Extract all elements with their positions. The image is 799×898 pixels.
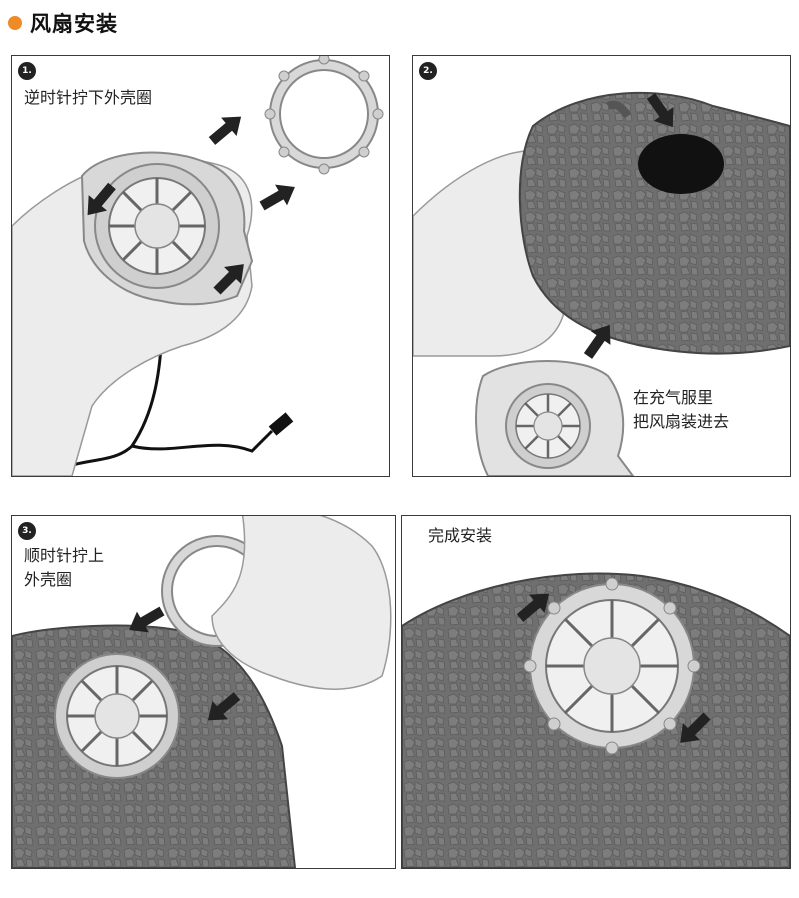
arrow-icon (256, 176, 301, 217)
step-badge: 3. (18, 522, 36, 540)
section-title: 风扇安装 (30, 12, 118, 36)
step-2-panel: 2. 在充气服里 把风扇装进去 (412, 55, 791, 477)
step-3-illustration (12, 516, 392, 868)
section-header: 风扇安装 (8, 6, 118, 40)
orange-dot-icon (8, 16, 22, 30)
fan-icon (80, 151, 254, 306)
fan-icon (54, 653, 180, 779)
step-1-illustration (12, 56, 384, 476)
fan-icon (475, 360, 635, 476)
fan-icon (523, 577, 701, 755)
step-1-panel: 1. 逆时针拧下外壳圈 (11, 55, 390, 477)
step-4-illustration (402, 572, 790, 868)
step-caption: 在充气服里 把风扇装进去 (633, 386, 730, 434)
step-caption: 完成安装 (428, 526, 493, 545)
step-badge: 2. (419, 62, 437, 80)
step-badge: 1. (18, 62, 36, 80)
step-4-panel: 完成安装 (401, 515, 791, 869)
step-caption: 顺时针拧上 外壳圈 (24, 546, 105, 589)
outer-ring-icon (264, 56, 384, 175)
arrow-icon (204, 107, 249, 151)
step-caption: 逆时针拧下外壳圈 (24, 88, 153, 107)
step-3-panel: 3. 顺时针拧上 外壳圈 (11, 515, 396, 869)
step-2-illustration (413, 89, 790, 476)
